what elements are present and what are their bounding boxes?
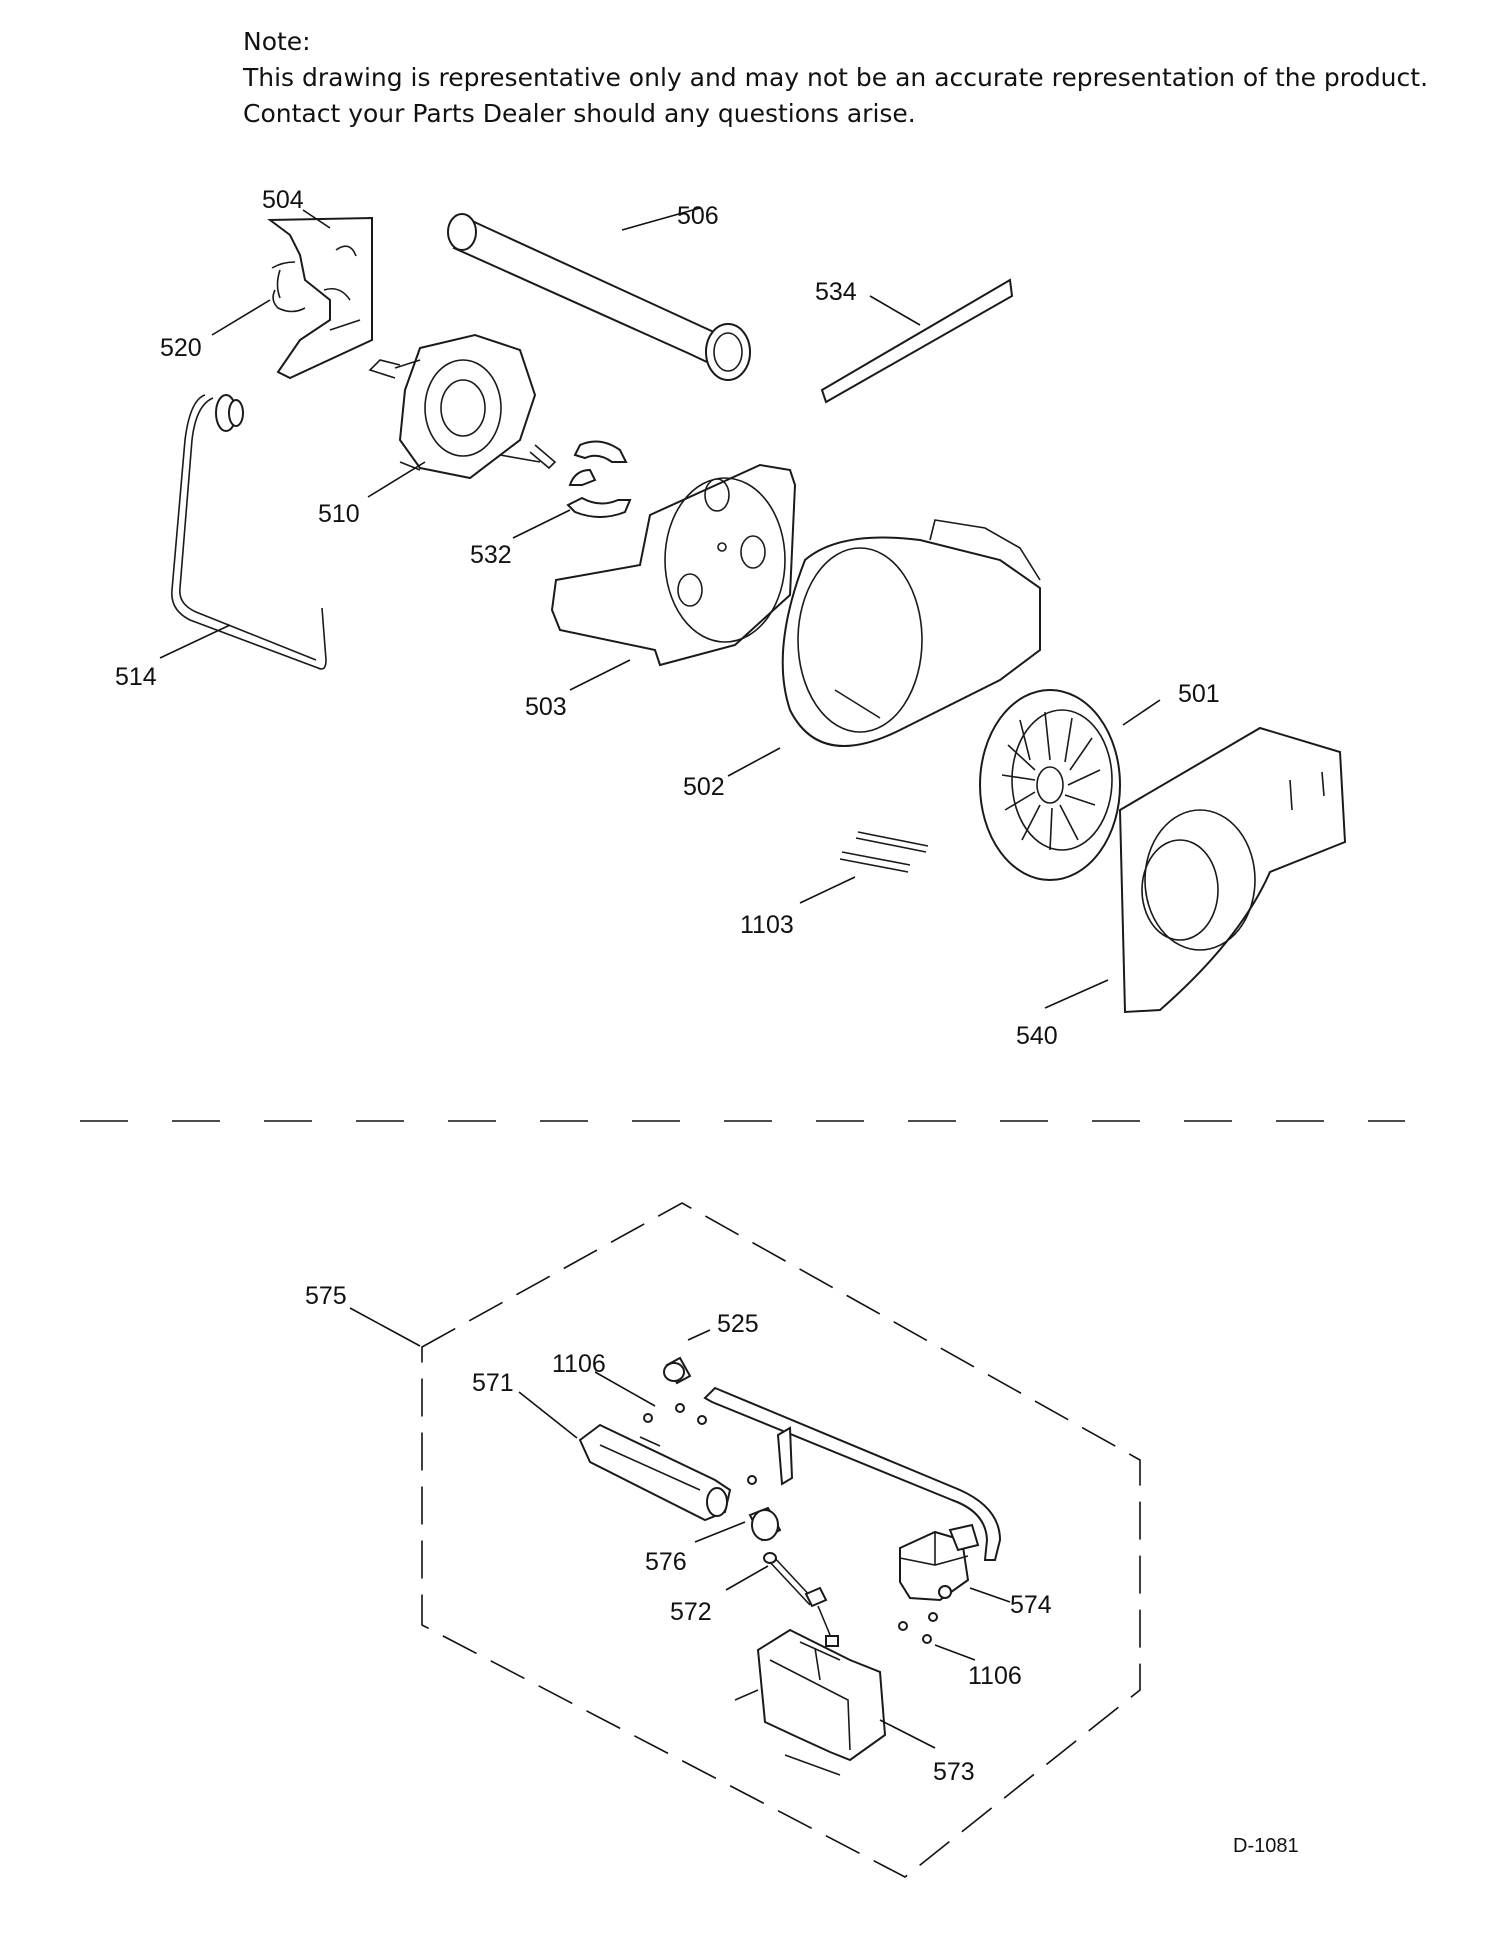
- callout-576: 576: [645, 1548, 687, 1576]
- callout-534: 534: [815, 278, 857, 306]
- part-576-collar: [748, 1506, 782, 1542]
- part-1106-screws-lower: [898, 1612, 938, 1644]
- part-506-duct: [447, 213, 751, 381]
- part-571-burner: [578, 1423, 732, 1522]
- note-line-1: This drawing is representative only and …: [243, 63, 1429, 92]
- part-503-housing: [550, 463, 797, 667]
- part-574-gas-valve: [899, 1523, 980, 1602]
- drawing-note: Note: This drawing is representative onl…: [243, 24, 1428, 132]
- note-line-2: Contact your Parts Dealer should any que…: [243, 99, 916, 128]
- callout-574: 574: [1010, 1591, 1052, 1619]
- callout-503: 503: [525, 693, 567, 721]
- callout-506: 506: [677, 202, 719, 230]
- bottom-callouts: 575 525 1106 571 576 572 574 1106 573: [305, 1282, 1052, 1786]
- part-514-belt: [171, 394, 327, 670]
- part-1103-bolts: [839, 831, 929, 873]
- callout-571: 571: [472, 1369, 514, 1397]
- callout-575: 575: [305, 1282, 347, 1310]
- part-572-igniter: [763, 1552, 839, 1647]
- callout-1106-upper: 1106: [552, 1350, 606, 1378]
- part-573-bracket: [734, 1628, 887, 1776]
- callout-572: 572: [670, 1598, 712, 1626]
- bottom-leader-lines: [349, 1307, 1011, 1749]
- kit-575-boundary: [421, 1202, 1141, 1878]
- callout-1103: 1103: [740, 911, 794, 939]
- part-504-bracket: [267, 216, 373, 380]
- part-1106-screws-upper: [643, 1403, 757, 1485]
- part-532-clamps: [566, 440, 632, 518]
- callout-525: 525: [717, 1310, 759, 1338]
- part-520-clip: [271, 261, 306, 313]
- callout-540: 540: [1016, 1022, 1058, 1050]
- callout-520: 520: [160, 334, 202, 362]
- part-501-blower-wheel: [979, 689, 1121, 881]
- callout-514: 514: [115, 663, 157, 691]
- callout-573: 573: [933, 1758, 975, 1786]
- callout-502: 502: [683, 773, 725, 801]
- callout-501: 501: [1178, 680, 1220, 708]
- part-525-bushing: [663, 1356, 692, 1385]
- note-heading: Note:: [243, 27, 311, 56]
- callout-532: 532: [470, 541, 512, 569]
- callout-510: 510: [318, 500, 360, 528]
- part-502-blower-housing: [781, 519, 1041, 747]
- callout-1106-lower: 1106: [968, 1662, 1022, 1690]
- drawing-code: D-1081: [1233, 1835, 1299, 1857]
- part-510-motor: [368, 333, 557, 480]
- part-534-strip: [820, 278, 1014, 404]
- top-leader-lines: [159, 207, 1161, 1009]
- part-pulley: [215, 394, 244, 432]
- callout-504: 504: [262, 186, 304, 214]
- top-callouts: 504 506 534 520 510 532 514 503 501 502 …: [115, 186, 1220, 1050]
- part-540-rear-panel: [1118, 726, 1347, 1014]
- part-gas-pipe: [703, 1386, 1002, 1561]
